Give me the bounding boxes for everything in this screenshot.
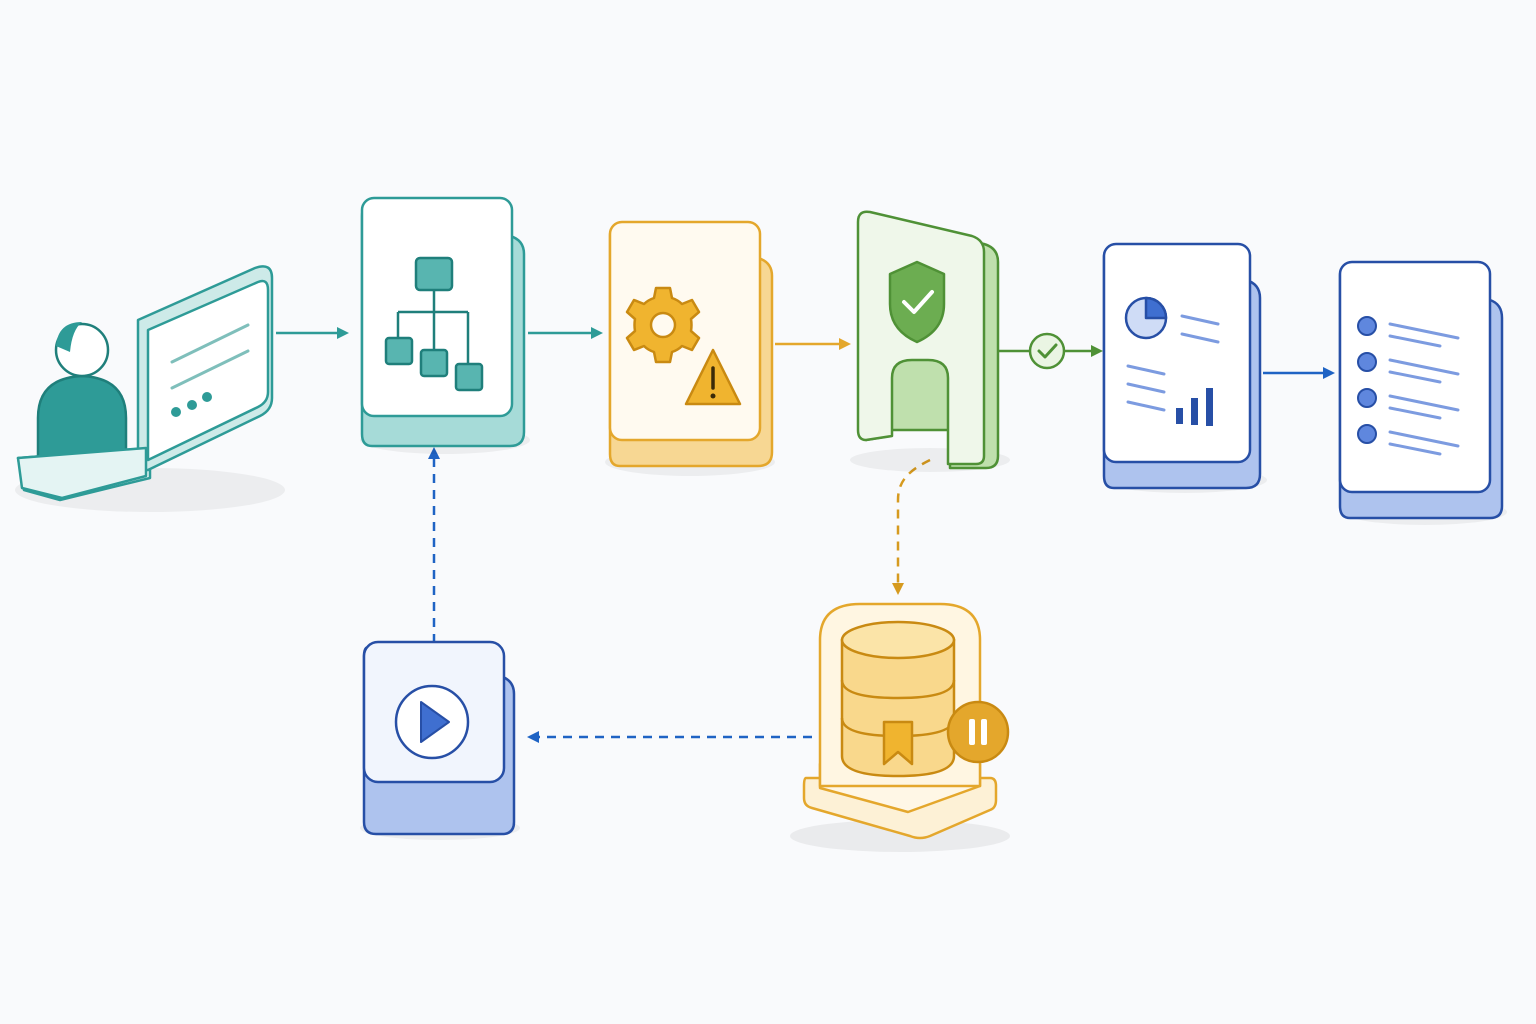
warning-icon [684,348,742,406]
node-output-list [1338,260,1507,525]
node-user-request [15,265,285,512]
edge-gate-to-datastore [892,458,931,595]
node-process-hierarchy [360,196,530,454]
node-data-store [790,602,1010,852]
node-report [1102,242,1267,493]
org-chart-icon [384,256,484,392]
user-icon [36,322,128,472]
bookmark-icon [882,720,914,766]
bulleted-list-icon [1357,316,1460,456]
play-icon [394,684,470,760]
gear-icon [625,286,701,364]
edges [276,327,1335,743]
pause-icon [946,700,1010,764]
shield-check-icon [888,260,946,344]
node-security-gate [850,210,1010,472]
check-badge [1028,332,1066,370]
node-processing-warning [605,220,775,476]
bar-chart-icon [1176,388,1213,426]
node-replay [360,640,520,840]
pie-chart-icon [1124,296,1168,340]
